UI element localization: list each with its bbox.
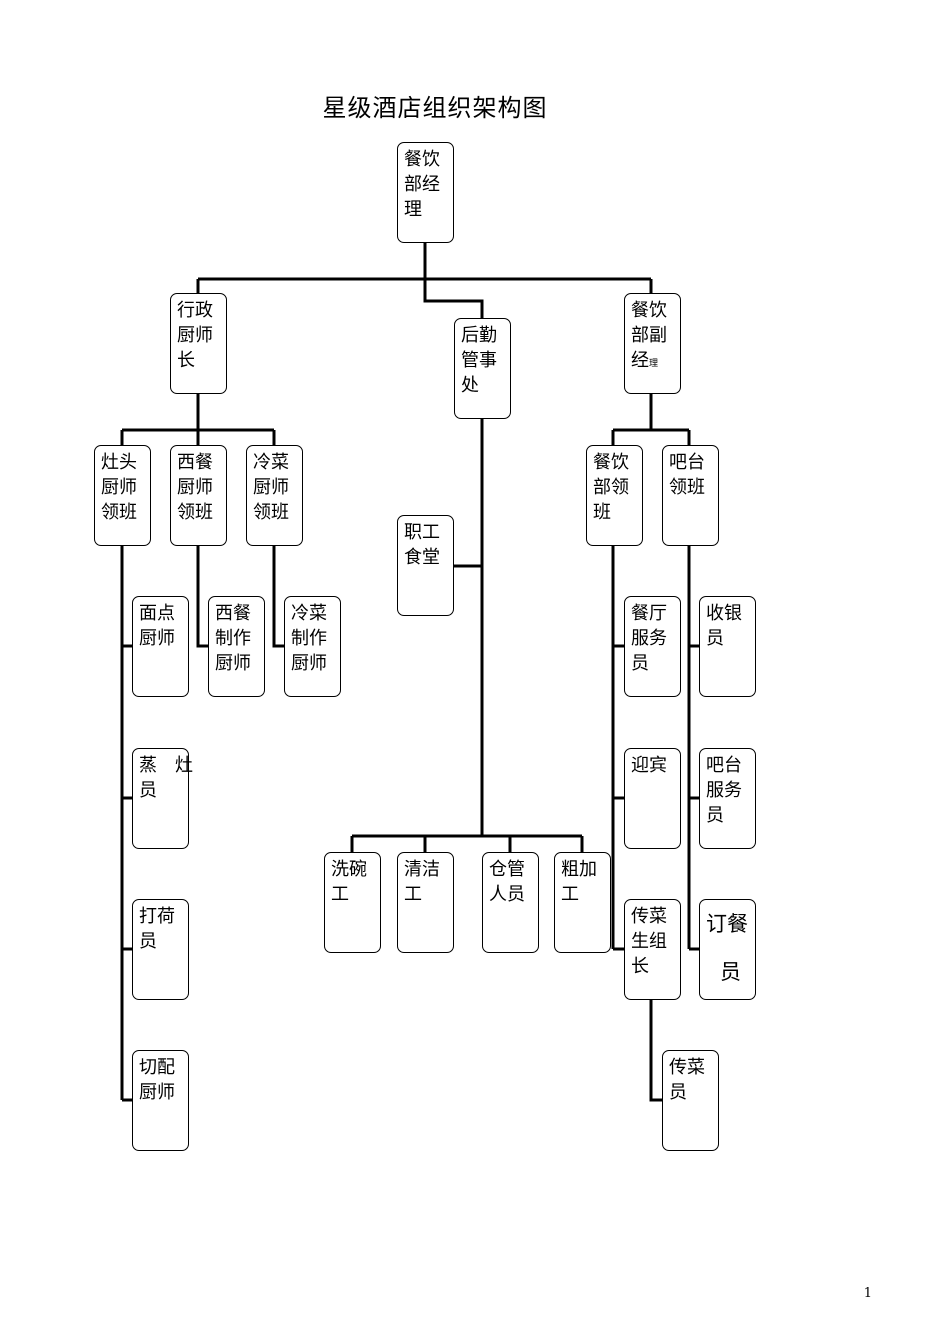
node-western-lead-label: 西餐厨师领班 xyxy=(177,452,213,523)
node-western-cook: 西餐制作厨师 xyxy=(208,596,265,697)
connector-logistics-drop xyxy=(423,279,484,318)
node-logistics: 后勤管事处 xyxy=(454,318,511,419)
node-pastry-chef-label: 面点厨师 xyxy=(139,603,175,649)
node-steamer-label-2: 员 xyxy=(139,780,157,801)
node-greeter-label: 迎宾 xyxy=(631,755,667,776)
node-western-cook-label: 西餐制作厨师 xyxy=(215,603,251,674)
node-beat-cook-label: 打荷员 xyxy=(139,906,175,952)
node-cleaner-label: 清洁工 xyxy=(404,859,440,905)
node-waiter-label: 餐厅服务员 xyxy=(631,603,667,674)
node-pastry-chef: 面点厨师 xyxy=(132,596,189,697)
node-deputy-small-label: 理 xyxy=(649,359,659,369)
node-bar-lead: 吧台领班 xyxy=(662,445,719,546)
node-reservation-label-2: 员 xyxy=(720,960,741,984)
node-deputy-manager: 餐饮部副经理 xyxy=(624,293,681,394)
node-stove-lead-label: 灶头厨师领班 xyxy=(101,452,137,523)
connector-cold-branch xyxy=(272,544,284,648)
node-steamer-label-1: 蒸 灶 xyxy=(139,755,193,776)
node-deputy-label: 餐饮部副经 xyxy=(631,300,667,371)
node-beat-cook: 打荷员 xyxy=(132,899,189,1000)
node-cleaner: 清洁工 xyxy=(397,852,454,953)
node-cashier: 收银员 xyxy=(699,596,756,697)
node-reservation: 订餐 员 xyxy=(699,899,756,1000)
node-waiter: 餐厅服务员 xyxy=(624,596,681,697)
node-bar-waiter: 吧台服务员 xyxy=(699,748,756,849)
node-steamer: 蒸 灶 员 xyxy=(132,748,193,849)
node-staff-canteen: 职工食堂 xyxy=(397,515,454,616)
page-number: 1 xyxy=(863,1286,872,1301)
node-stove-lead: 灶头厨师领班 xyxy=(94,445,151,546)
node-reservation-label-1: 订餐 xyxy=(706,912,748,936)
node-cashier-label: 收银员 xyxy=(706,603,742,649)
node-cold-cook-label: 冷菜制作厨师 xyxy=(291,603,327,674)
node-runner-lead: 传菜生组长 xyxy=(624,899,681,1000)
node-cold-lead-label: 冷菜厨师领班 xyxy=(253,452,289,523)
node-dishwasher-label: 洗碗工 xyxy=(331,859,367,905)
node-rough-prep-label: 粗加工 xyxy=(561,859,597,905)
node-runner-label: 传菜员 xyxy=(669,1057,705,1103)
node-cold-lead: 冷菜厨师领班 xyxy=(246,445,303,546)
node-bar-lead-label: 吧台领班 xyxy=(669,452,705,498)
node-cold-cook: 冷菜制作厨师 xyxy=(284,596,341,697)
node-storekeeper: 仓管人员 xyxy=(482,852,539,953)
node-exec-chef-label: 行政厨师长 xyxy=(177,300,213,371)
node-fb-lead: 餐饮部领班 xyxy=(586,445,643,546)
node-staff-canteen-label: 职工食堂 xyxy=(404,522,440,568)
node-storekeeper-label: 仓管人员 xyxy=(489,859,525,905)
node-prep-chef: 切配厨师 xyxy=(132,1050,189,1151)
node-manager-label: 餐饮部经理 xyxy=(404,149,440,220)
node-bar-waiter-label: 吧台服务员 xyxy=(706,755,742,826)
node-exec-chef: 行政厨师长 xyxy=(170,293,227,394)
node-greeter: 迎宾 xyxy=(624,748,681,849)
connector-western-branch xyxy=(196,544,208,648)
node-manager: 餐饮部经理 xyxy=(397,142,454,243)
node-dishwasher: 洗碗工 xyxy=(324,852,381,953)
chart-title: 星级酒店组织架构图 xyxy=(322,94,548,122)
node-runner: 传菜员 xyxy=(662,1050,719,1151)
node-western-lead: 西餐厨师领班 xyxy=(170,445,227,546)
node-fb-lead-label: 餐饮部领班 xyxy=(593,452,629,523)
connector-runner xyxy=(649,999,662,1102)
node-prep-chef-label: 切配厨师 xyxy=(139,1057,175,1103)
node-rough-prep: 粗加工 xyxy=(554,852,611,953)
node-logistics-label: 后勤管事处 xyxy=(461,325,497,396)
node-runner-lead-label: 传菜生组长 xyxy=(631,906,667,977)
